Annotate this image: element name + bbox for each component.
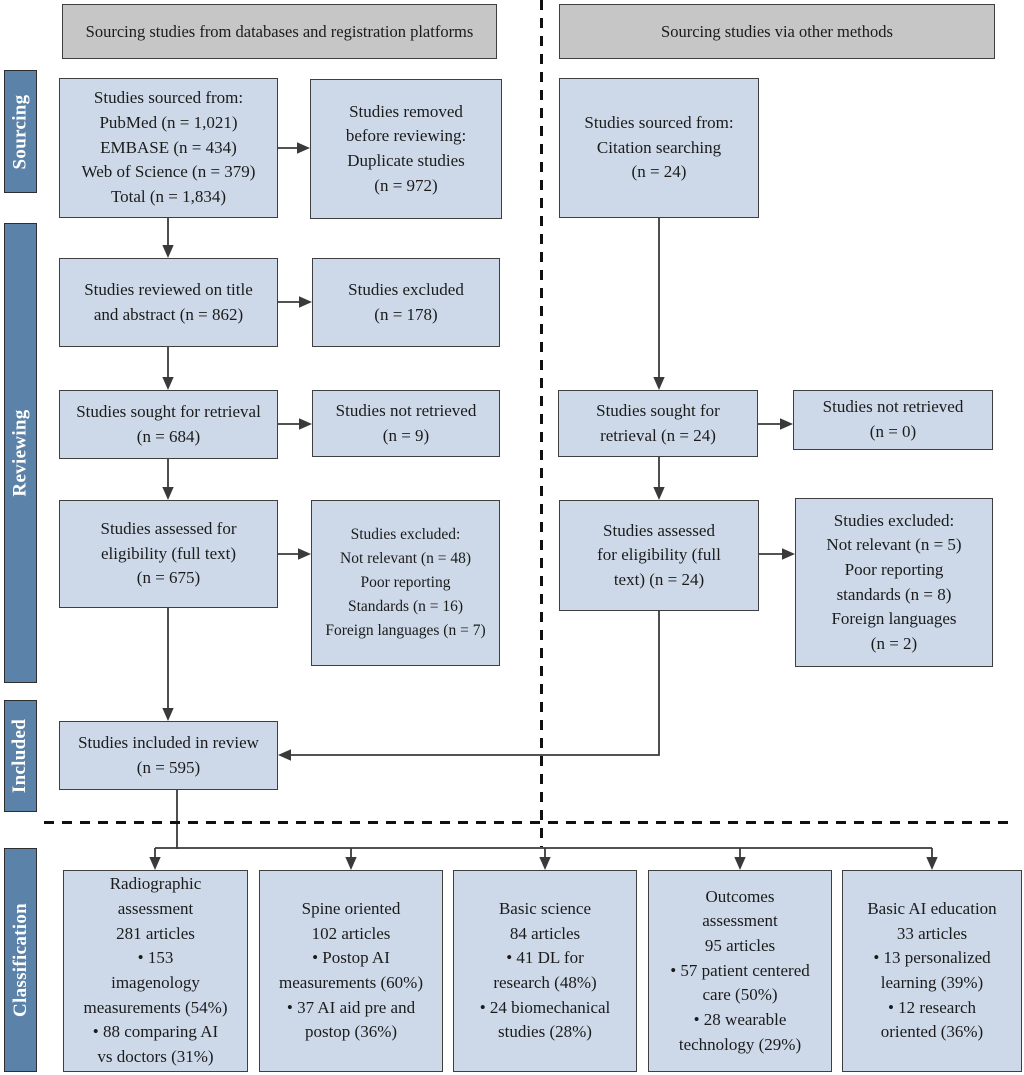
- classification-box-ai-education: Basic AI education 33 articles • 13 pers…: [842, 870, 1022, 1072]
- flow-box-excluded-fulltext-right: Studies excluded: Not relevant (n = 5) P…: [795, 498, 993, 667]
- flow-box-not-retrieved-left: Studies not retrieved (n = 9): [312, 390, 500, 457]
- vertical-dashed-divider: [540, 0, 543, 847]
- flow-box-assessed-eligibility-left: Studies assessed for eligibility (full t…: [59, 500, 278, 608]
- flow-box-included-review: Studies included in review (n = 595): [59, 721, 278, 790]
- classification-box-outcomes: Outcomes assessment 95 articles • 57 pat…: [648, 870, 832, 1072]
- connector-assessed-right-to-included: [278, 611, 660, 761]
- flow-box-not-retrieved-right: Studies not retrieved (n = 0): [793, 390, 993, 450]
- flow-box-assessed-eligibility-right: Studies assessed for eligibility (full t…: [559, 500, 759, 611]
- stage-label-reviewing: Reviewing: [9, 409, 31, 497]
- stage-label-sourcing: Sourcing: [9, 94, 31, 169]
- stage-label-classification: Classification: [9, 903, 31, 1017]
- flow-box-excluded-fulltext-left: Studies excluded: Not relevant (n = 48) …: [311, 500, 500, 666]
- flow-box-excluded-title-abstract: Studies excluded (n = 178): [312, 258, 500, 347]
- classification-box-radiographic: Radiographic assessment 281 articles • 1…: [63, 870, 248, 1072]
- flow-box-citation-sourced: Studies sourced from: Citation searching…: [559, 78, 759, 218]
- classification-box-basic-science: Basic science 84 articles • 41 DL for re…: [453, 870, 637, 1072]
- stage-bar-reviewing: Reviewing: [4, 223, 37, 683]
- flow-box-databases-sourced: Studies sourced from: PubMed (n = 1,021)…: [59, 78, 278, 218]
- header-other-methods-column: Sourcing studies via other methods: [559, 4, 995, 59]
- stage-bar-included: Included: [4, 700, 37, 812]
- header-databases-column: Sourcing studies from databases and regi…: [62, 4, 497, 59]
- horizontal-dashed-divider: [44, 821, 1012, 824]
- flow-box-sought-retrieval-left: Studies sought for retrieval (n = 684): [59, 390, 278, 459]
- stage-label-included: Included: [9, 718, 31, 794]
- flow-box-sought-retrieval-right: Studies sought for retrieval (n = 24): [558, 390, 758, 457]
- classification-box-spine: Spine oriented 102 articles • Postop AI …: [259, 870, 443, 1072]
- stage-bar-sourcing: Sourcing: [4, 70, 37, 193]
- stage-bar-classification: Classification: [4, 848, 37, 1072]
- flow-box-reviewed-title-abstract: Studies reviewed on title and abstract (…: [59, 258, 278, 347]
- flow-box-removed-before-review: Studies removed before reviewing: Duplic…: [310, 79, 502, 219]
